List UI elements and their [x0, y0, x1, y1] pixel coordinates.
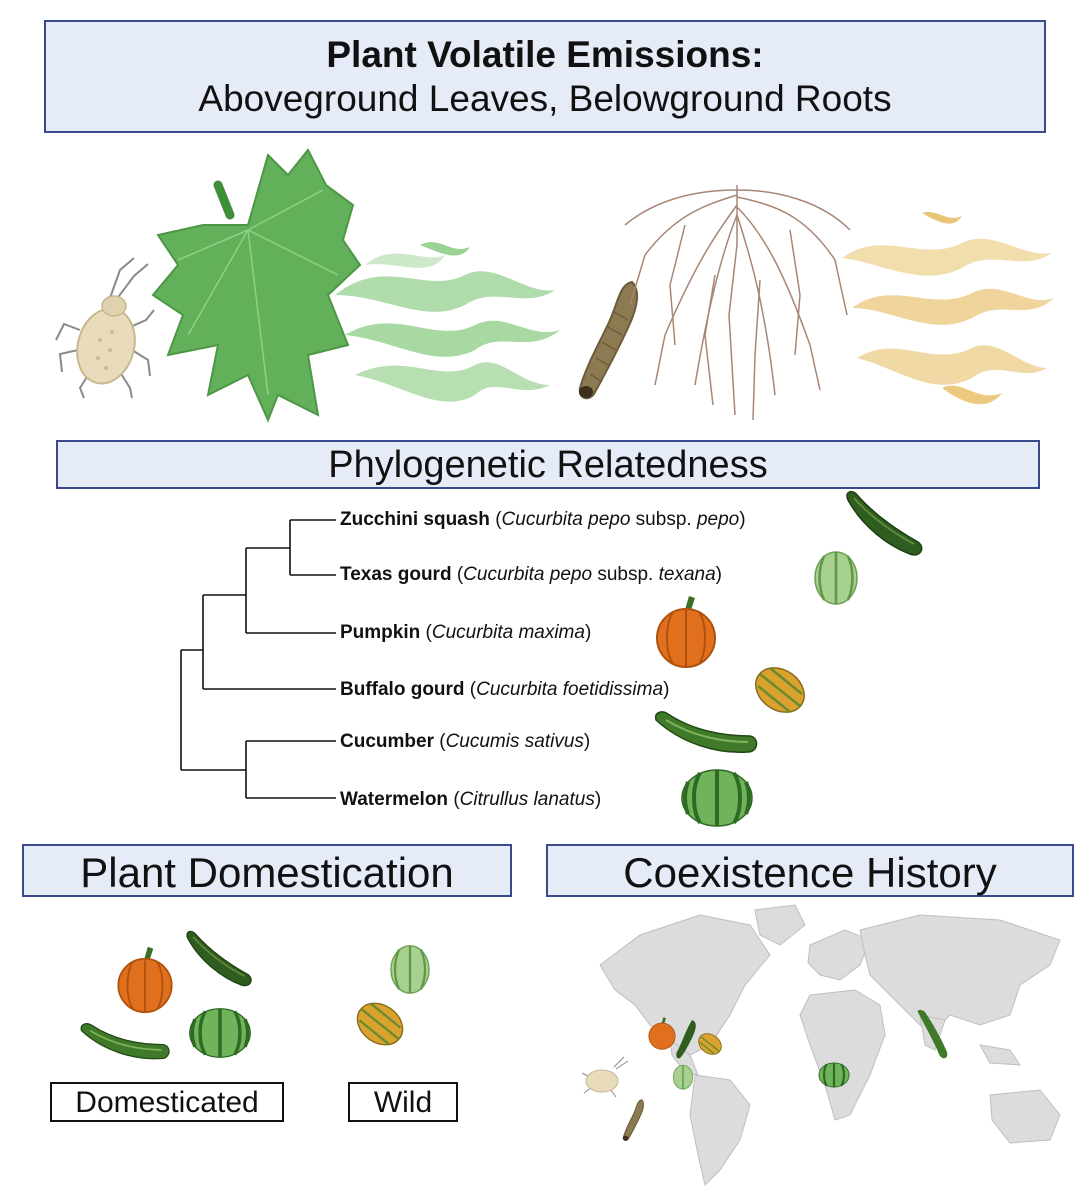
- watermelon-icon: [681, 769, 753, 827]
- buffalo-gourd-icon: [698, 1033, 722, 1055]
- taxon-scientific-name: Cucumis sativus: [445, 731, 584, 752]
- aphid-icon: [581, 1056, 629, 1098]
- taxon-subspecies: texana: [658, 564, 716, 585]
- taxon-zucchini: Zucchini squash (Cucurbita pepo subsp. p…: [340, 509, 746, 530]
- taxon-common-name: Cucumber: [340, 731, 434, 752]
- buffalo-gourd-icon: [755, 667, 805, 713]
- world-map-icon: [599, 904, 1061, 1186]
- zucchini-icon: [676, 1020, 696, 1059]
- taxon-scientific-name: Citrullus lanatus: [459, 789, 595, 810]
- taxon-scientific-name: Cucurbita foetidissima: [476, 679, 664, 700]
- texas-gourd-icon: [390, 945, 430, 994]
- watermelon-icon: [818, 1062, 850, 1088]
- taxon-pumpkin: Pumpkin (Cucurbita maxima): [340, 622, 592, 643]
- taxon-scientific-name: Cucurbita pepo: [501, 509, 631, 530]
- coexistence-section-header: Coexistence History: [546, 844, 1074, 897]
- zucchini-icon: [186, 930, 252, 987]
- taxon-scientific-name: Cucurbita pepo: [463, 564, 593, 585]
- taxon-common-name: Texas gourd: [340, 564, 452, 585]
- phylogeny-section-header: Phylogenetic Relatedness: [56, 440, 1040, 489]
- taxon-cucumber: Cucumber (Cucumis sativus): [340, 731, 591, 752]
- taxon-watermelon: Watermelon (Citrullus lanatus): [340, 789, 602, 810]
- pumpkin-icon: [117, 946, 173, 1013]
- pumpkin-icon: [656, 596, 716, 668]
- watermelon-icon: [189, 1008, 251, 1058]
- taxon-common-name: Pumpkin: [340, 622, 421, 643]
- taxon-common-name: Watermelon: [340, 789, 449, 810]
- title-box: Plant Volatile Emissions: Aboveground Le…: [44, 20, 1046, 133]
- taxon-subspecies: pepo: [696, 509, 740, 530]
- taxon-buffalo-gourd: Buffalo gourd (Cucurbita foetidissima): [340, 679, 670, 700]
- leaf-volatile-plume-icon: [335, 242, 560, 402]
- pumpkin-icon: [648, 1017, 676, 1050]
- aphid-icon: [55, 257, 155, 399]
- beetle-larva-icon: [578, 280, 639, 400]
- cucumber-icon: [917, 1009, 948, 1059]
- domestication-section-header: Plant Domestication: [22, 844, 512, 897]
- texas-gourd-icon: [814, 551, 858, 605]
- cucurbit-leaf-icon: [151, 148, 362, 423]
- figure-subtitle: Aboveground Leaves, Belowground Roots: [198, 78, 892, 119]
- texas-gourd-icon: [672, 1064, 694, 1090]
- domesticated-label: Domesticated: [50, 1082, 284, 1122]
- root-system-icon: [624, 185, 851, 421]
- cucumber-icon: [80, 1023, 170, 1060]
- taxon-common-name: Buffalo gourd: [340, 679, 465, 700]
- beetle-larva-icon: [622, 1099, 645, 1141]
- taxon-scientific-name: Cucurbita maxima: [431, 622, 585, 643]
- cucumber-icon: [654, 711, 758, 753]
- zucchini-icon: [846, 490, 923, 556]
- figure-title: Plant Volatile Emissions:: [326, 34, 764, 75]
- wild-label: Wild: [348, 1082, 458, 1122]
- buffalo-gourd-icon: [356, 1002, 404, 1046]
- root-volatile-plume-icon: [842, 211, 1054, 405]
- phylogenetic-tree: [180, 519, 336, 799]
- taxon-texas-gourd: Texas gourd (Cucurbita pepo subsp. texan…: [340, 564, 722, 585]
- taxon-common-name: Zucchini squash: [340, 509, 490, 530]
